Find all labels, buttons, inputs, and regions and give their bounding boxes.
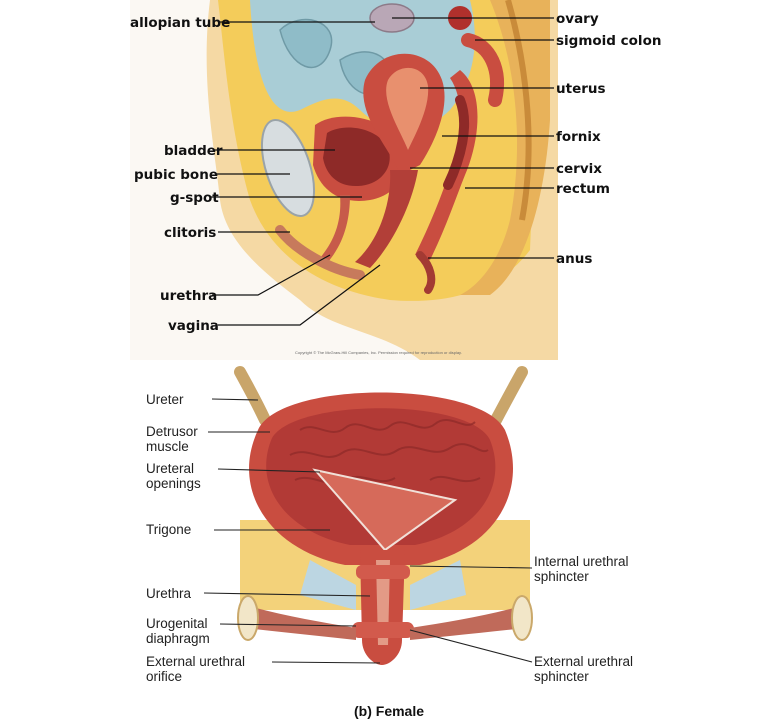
sagittal-section-panel: allopian tube bladder pubic bone g-spot … — [130, 0, 558, 360]
label-ext-sphincter-2: sphincter — [534, 669, 589, 684]
top-right-labels: ovary sigmoid colon uterus fornix cervix… — [556, 0, 768, 360]
label-cervix-r: cervix — [556, 161, 602, 177]
label-urogenital-1: Urogenital — [146, 616, 208, 631]
label-detrusor-2: muscle — [146, 439, 189, 454]
label-clitoris: clitoris — [164, 225, 216, 241]
label-int-sphincter-1: Internal urethral — [534, 554, 629, 569]
label-pubic-bone: pubic bone — [134, 167, 218, 183]
label-int-sphincter-2: sphincter — [534, 569, 589, 584]
label-ext-orifice-1: External urethral — [146, 654, 245, 669]
label-fallopian-tube: allopian tube — [130, 15, 230, 31]
sagittal-section-illustration: allopian tube bladder pubic bone g-spot … — [130, 0, 558, 360]
label-vagina: vagina — [168, 318, 219, 334]
label-uterus-r: uterus — [556, 81, 606, 97]
external-sphincter-shape — [352, 622, 414, 638]
bladder-illustration: Ureter Detrusor muscle Ureteral openings… — [130, 360, 658, 720]
label-bladder: bladder — [164, 143, 223, 159]
figure-caption: (b) Female — [354, 703, 424, 719]
label-ovary-r: ovary — [556, 11, 599, 27]
bladder-section-panel: Ureter Detrusor muscle Ureteral openings… — [130, 360, 658, 720]
label-rectum-r: rectum — [556, 181, 610, 197]
label-fornix-r: fornix — [556, 129, 601, 145]
internal-sphincter-shape — [356, 565, 410, 579]
label-ureteral-openings-2: openings — [146, 476, 201, 491]
urogenital-diaphragm-left — [245, 605, 356, 640]
label-urethra-top: urethra — [160, 288, 217, 304]
label-ureteral-openings-1: Ureteral — [146, 461, 194, 476]
left-ureter — [240, 372, 265, 420]
label-g-spot: g-spot — [170, 190, 219, 206]
label-ureter: Ureter — [146, 392, 184, 407]
label-ext-orifice-2: orifice — [146, 669, 182, 684]
label-ext-sphincter-1: External urethral — [534, 654, 633, 669]
copyright-notice: Copyright © The McGraw-Hill Companies, I… — [295, 350, 462, 355]
label-sigmoid-colon-r: sigmoid colon — [556, 33, 661, 49]
label-detrusor-1: Detrusor — [146, 424, 198, 439]
label-urethra-bottom: Urethra — [146, 586, 192, 601]
label-urogenital-2: diaphragm — [146, 631, 210, 646]
right-ureter — [496, 372, 522, 420]
label-anus-r: anus — [556, 251, 592, 267]
label-trigone: Trigone — [146, 522, 191, 537]
